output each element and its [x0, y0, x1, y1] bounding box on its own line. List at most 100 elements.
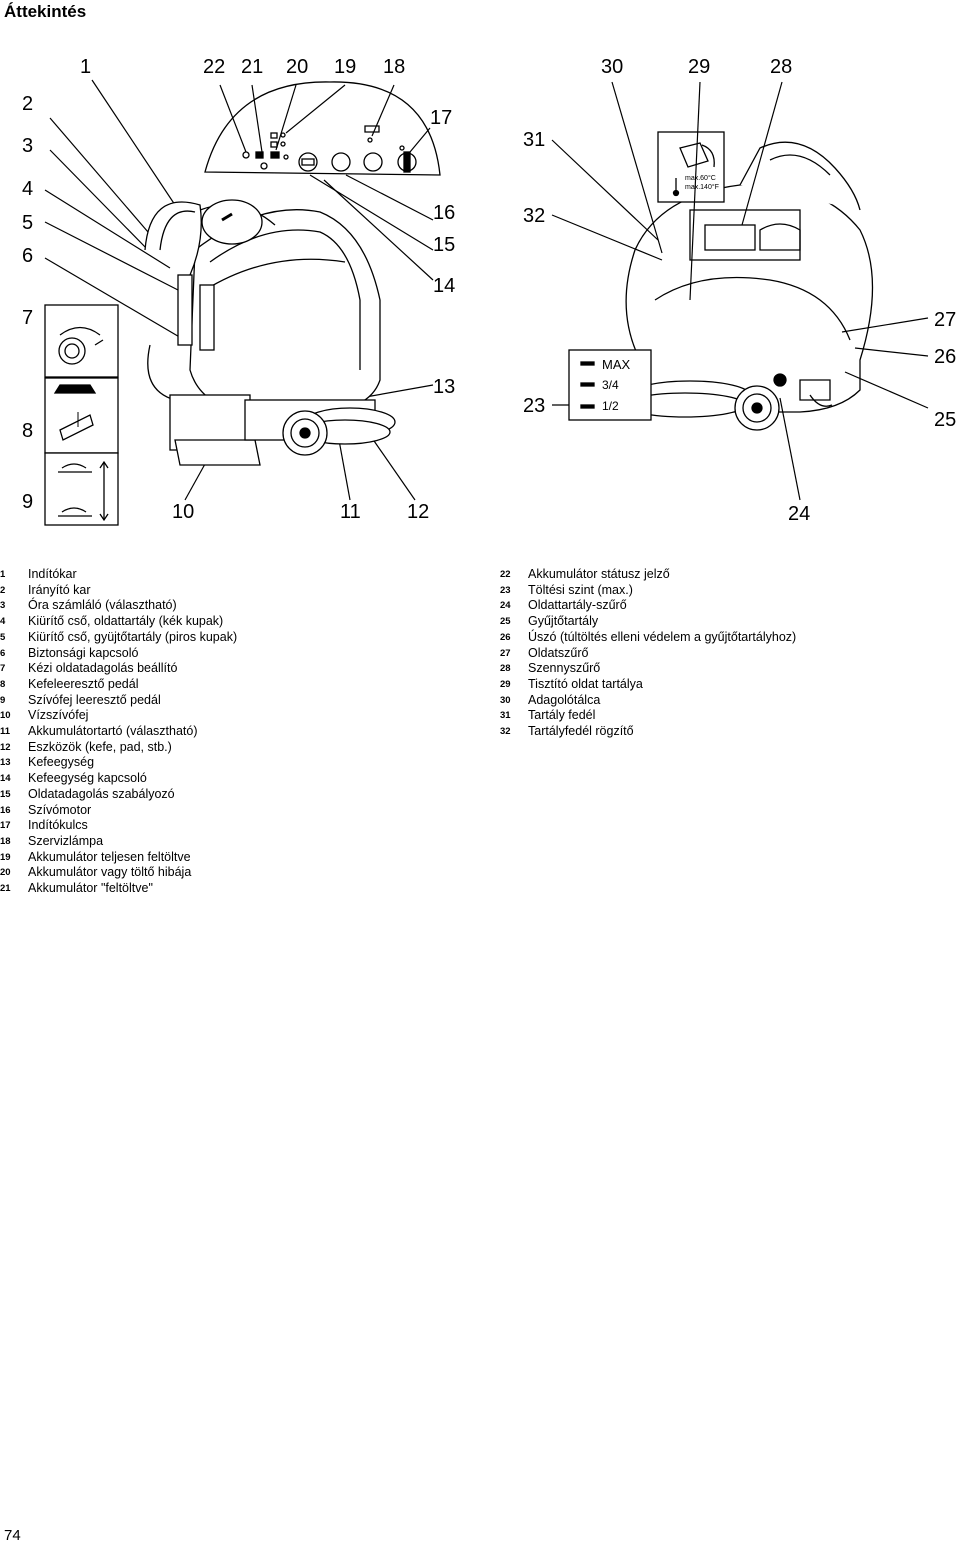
legend-text: Szervizlámpa	[28, 833, 104, 848]
legend-number: 18	[0, 835, 11, 847]
legend-number: 27	[500, 647, 511, 659]
machine-illustration: max.60°C max.140°F MAX 3/4 1/2	[44, 79, 929, 526]
legend-number: 29	[500, 678, 511, 690]
legend-number: 15	[0, 788, 11, 800]
legend-text: Akkumulátor vagy töltő hibája	[28, 865, 192, 880]
legend-item: 11 Akkumulátortartó (választható)	[0, 724, 237, 740]
legend-number: 26	[500, 631, 511, 643]
legend-number: 9	[0, 694, 6, 706]
inset-squeegee-pedal	[44, 452, 119, 526]
legend-text: Eszközök (kefe, pad, stb.)	[28, 739, 172, 754]
legend-number: 30	[500, 694, 511, 706]
callout-6: 6	[22, 245, 34, 267]
legend-number: 25	[500, 616, 511, 628]
legend-text: Szívómotor	[28, 802, 92, 817]
callout-1: 1	[80, 56, 92, 78]
legend-number: 2	[0, 584, 6, 596]
callout-23: 23	[523, 395, 546, 417]
legend-text: Tartály fedél	[528, 708, 596, 723]
legend-number: 4	[0, 616, 6, 628]
legend-text: Kiürítő cső, gyüjtőtartály (piros kupak)	[28, 629, 238, 644]
legend-number: 24	[500, 600, 511, 612]
callout-8: 8	[22, 420, 34, 442]
legend-number: 20	[0, 867, 11, 879]
callout-12: 12	[407, 501, 430, 523]
temp-celsius: max.60°C	[685, 174, 716, 182]
callout-17: 17	[430, 107, 453, 129]
legend-item: 20 Akkumulátor vagy töltő hibája	[0, 865, 237, 881]
legend-text: Kézi oldatadagolás beállító	[28, 661, 178, 676]
legend-number: 12	[0, 741, 11, 753]
callout-14: 14	[433, 275, 456, 297]
legend-number: 7	[0, 663, 6, 675]
page-heading: Áttekintés	[4, 2, 87, 21]
legend-text: Gyűjtőtartály	[528, 614, 599, 629]
legend-number: 14	[0, 773, 11, 785]
legend-number: 16	[0, 804, 11, 816]
legend-number: 19	[0, 851, 11, 863]
callout-5: 5	[22, 212, 34, 234]
callout-20: 20	[286, 56, 309, 78]
legend-text: Akkumulátortartó (választható)	[28, 724, 198, 739]
callout-15: 15	[433, 234, 456, 256]
legend-number: 10	[0, 710, 11, 722]
fill-level-max: MAX	[602, 357, 631, 372]
callout-lines-right	[551, 81, 929, 501]
legend-number: 5	[0, 631, 6, 643]
temp-fahrenheit: max.140°F	[685, 183, 719, 191]
legend-text: Kefeegység	[28, 755, 95, 770]
scrubber-left-view	[144, 199, 396, 466]
legend-item: 16 Szívómotor	[0, 803, 237, 819]
callout-22: 22	[203, 56, 226, 78]
legend-text: Adagolótálca	[528, 692, 601, 707]
inset-solution-knob	[44, 304, 119, 378]
callout-2: 2	[22, 93, 34, 115]
callout-29: 29	[688, 56, 711, 78]
callout-11: 11	[340, 501, 361, 523]
legend-text: Töltési szint (max.)	[528, 582, 633, 597]
legend-text: Irányító kar	[28, 582, 91, 597]
callout-3: 3	[22, 135, 34, 157]
legend-number: 6	[0, 647, 6, 659]
legend-number: 8	[0, 678, 6, 690]
callout-28: 28	[770, 56, 793, 78]
legend-text: Akkumulátor státusz jelző	[528, 567, 670, 581]
callout-30: 30	[601, 56, 624, 78]
legend-item: 29 Tisztító oldat tartálya	[500, 677, 796, 693]
callout-21: 21	[241, 56, 264, 78]
callout-31: 31	[523, 129, 546, 151]
legend-number: 11	[0, 726, 11, 738]
callout-27: 27	[934, 309, 957, 331]
page-number: 74	[4, 1527, 21, 1544]
legend-text: Oldatadagolás szabályozó	[28, 786, 175, 801]
legend-item: 6 Biztonsági kapcsoló	[0, 646, 237, 662]
fill-level-inset: MAX 3/4 1/2	[568, 349, 652, 421]
legend-text: Óra számláló (választható)	[28, 598, 177, 613]
legend-item: 12 Eszközök (kefe, pad, stb.)	[0, 740, 237, 756]
legend-number: 17	[0, 820, 11, 832]
callout-16: 16	[433, 202, 456, 224]
legend-item: 2 Irányító kar	[0, 583, 237, 599]
legend-number: 1	[0, 569, 6, 580]
legend-number: 21	[0, 883, 11, 895]
callout-7: 7	[22, 307, 34, 329]
legend-item: 30 Adagolótálca	[500, 693, 796, 709]
legend-number: 28	[500, 663, 511, 675]
legend-text: Biztonsági kapcsoló	[28, 645, 139, 660]
legend-text: Tisztító oldat tartálya	[528, 676, 643, 691]
callout-10: 10	[172, 501, 195, 523]
